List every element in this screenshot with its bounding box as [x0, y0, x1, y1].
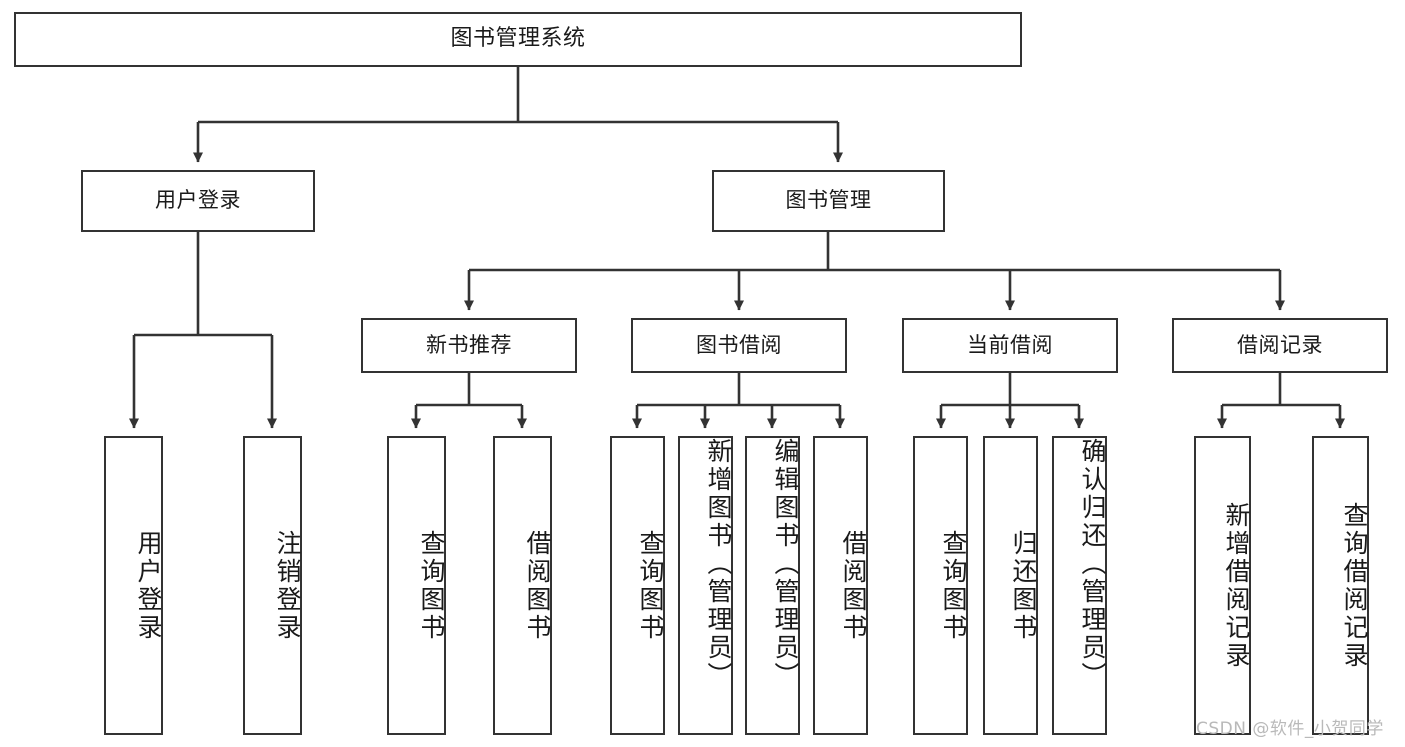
node-label: 编辑图书（管理员） — [771, 438, 800, 690]
node-label: 借阅图书 — [523, 529, 552, 642]
node-label: 用户登录 — [155, 188, 241, 213]
node-label: 用户登录 — [134, 529, 163, 642]
node-label: 确认归还（管理员） — [1078, 438, 1107, 690]
node-label: 查询借阅记录 — [1340, 501, 1369, 670]
node-new-book-recommendation[interactable]: 新书推荐 — [361, 318, 577, 373]
node-leaf-query-books-recommend[interactable]: 查询图书 — [387, 436, 446, 735]
node-leaf-query-books-borrow[interactable]: 查询图书 — [610, 436, 665, 735]
node-current-borrowing[interactable]: 当前借阅 — [902, 318, 1118, 373]
node-label: 借阅图书 — [839, 529, 868, 642]
node-label: 图书借阅 — [696, 332, 782, 357]
node-leaf-query-books-current[interactable]: 查询图书 — [913, 436, 968, 735]
node-label: 查询图书 — [417, 529, 446, 642]
node-label: 新增图书（管理员） — [704, 438, 733, 690]
node-label: 注销登录 — [273, 529, 302, 642]
node-label: 新书推荐 — [426, 332, 512, 357]
node-leaf-borrow-books-recommend[interactable]: 借阅图书 — [493, 436, 552, 735]
node-label: 新增借阅记录 — [1222, 501, 1251, 670]
node-leaf-user-login[interactable]: 用户登录 — [104, 436, 163, 735]
node-book-management[interactable]: 图书管理 — [712, 170, 945, 232]
node-label: 当前借阅 — [967, 332, 1053, 357]
node-leaf-edit-book-admin[interactable]: 编辑图书（管理员） — [745, 436, 800, 735]
node-leaf-add-book-admin[interactable]: 新增图书（管理员） — [678, 436, 733, 735]
node-label: 图书管理 — [785, 188, 872, 213]
node-borrowing-records[interactable]: 借阅记录 — [1172, 318, 1388, 373]
node-leaf-borrow-books[interactable]: 借阅图书 — [813, 436, 868, 735]
node-leaf-confirm-return-admin[interactable]: 确认归还（管理员） — [1052, 436, 1107, 735]
node-leaf-return-books[interactable]: 归还图书 — [983, 436, 1038, 735]
node-book-borrowing[interactable]: 图书借阅 — [631, 318, 847, 373]
node-label: 查询图书 — [939, 529, 968, 642]
node-leaf-logout[interactable]: 注销登录 — [243, 436, 302, 735]
node-label: 查询图书 — [636, 529, 665, 642]
node-book-management-system[interactable]: 图书管理系统 — [14, 12, 1022, 67]
csdn-watermark: CSDN @软件_小贺同学 — [1196, 719, 1384, 739]
node-leaf-query-borrow-record[interactable]: 查询借阅记录 — [1312, 436, 1369, 735]
node-leaf-add-borrow-record[interactable]: 新增借阅记录 — [1194, 436, 1251, 735]
node-label: 归还图书 — [1009, 529, 1038, 642]
node-user-login[interactable]: 用户登录 — [81, 170, 315, 232]
node-label: 借阅记录 — [1237, 332, 1323, 357]
node-label: 图书管理系统 — [450, 26, 586, 52]
